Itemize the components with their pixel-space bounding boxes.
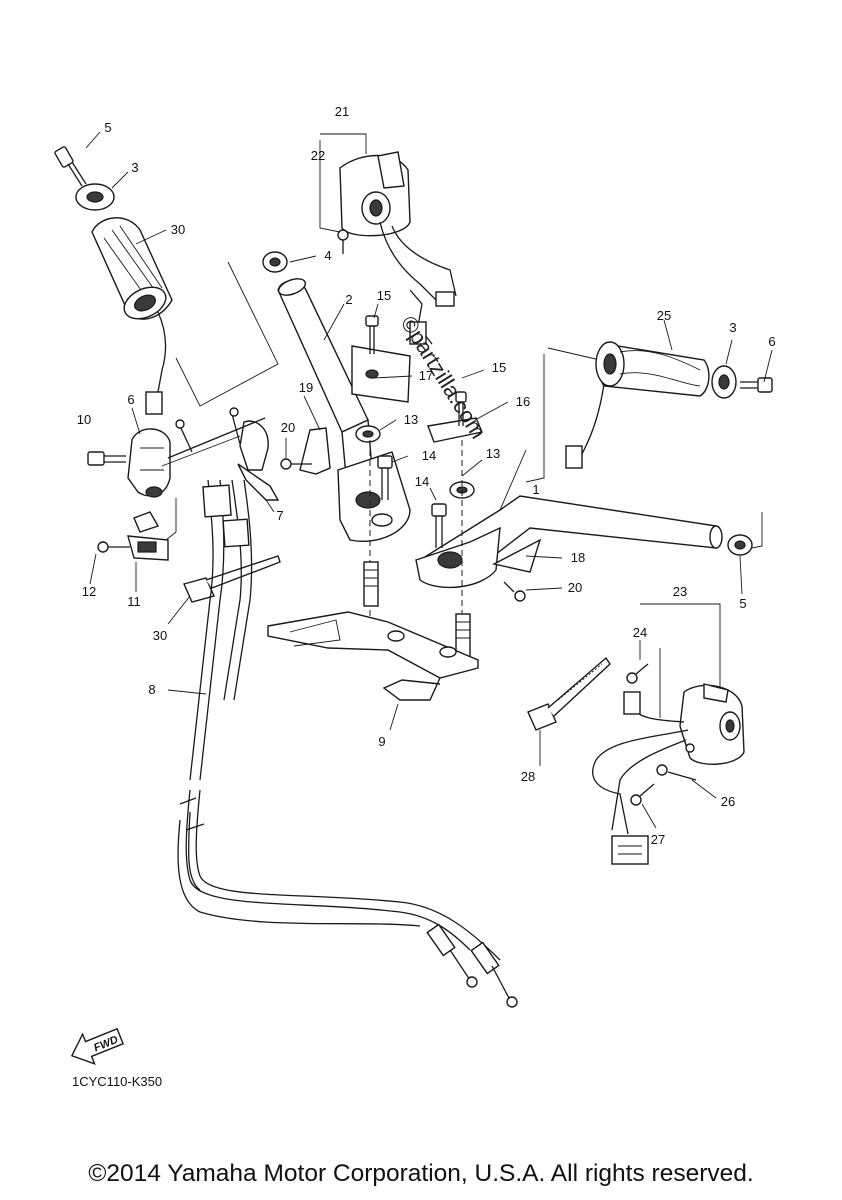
screw-24 — [626, 663, 649, 684]
exploded-view-svg: 5 3 30 4 2 21 22 15 17 19 20 13 14 10 6 … — [54, 104, 776, 1089]
bracket-18 — [491, 538, 542, 573]
callout-11: 8 — [148, 682, 155, 697]
callout-10: 12 — [82, 584, 96, 599]
guide-line-22 — [319, 140, 341, 233]
callout-6: 6 — [127, 392, 134, 407]
callout-13: 13 — [404, 412, 418, 427]
callout-20: 20 — [281, 420, 295, 435]
callout-17: 17 — [419, 368, 433, 383]
fwd-arrow: FWD — [70, 1027, 125, 1066]
copyright-notice: ©2014 Yamaha Motor Corporation, U.S.A. A… — [88, 1160, 754, 1187]
plate-17 — [351, 345, 411, 403]
right-handlebar-switch — [592, 683, 745, 865]
callout-3: 3 — [131, 160, 138, 175]
callout-25: 25 — [657, 308, 671, 323]
guide-line-left-grip — [175, 261, 279, 407]
throttle-cable-ends — [179, 413, 241, 453]
callout-14: 14 — [422, 448, 436, 463]
cable-guide — [237, 420, 280, 501]
bolt-20-left — [280, 458, 312, 470]
guide-line-9 — [165, 498, 177, 541]
brake-light-switch-9 — [127, 511, 169, 561]
screw-10 — [97, 541, 130, 553]
guide-line-right-grip-top — [547, 347, 601, 361]
callout-12: 9 — [378, 734, 385, 749]
callout-30: 30 — [153, 628, 167, 643]
main-connector — [611, 835, 649, 865]
switch-connector-right — [623, 691, 641, 715]
bolt-15-left — [365, 315, 379, 354]
callout-18: 18 — [571, 550, 585, 565]
leader-lines — [85, 131, 773, 829]
callout-24: 24 — [633, 625, 647, 640]
throttle-cables — [177, 479, 518, 1008]
left-handlebar-switch — [339, 151, 457, 345]
callout-20b: 20 — [568, 580, 582, 595]
grip-heater-connector-right — [565, 445, 583, 469]
callout-5b: 6 — [768, 334, 775, 349]
callout-5: 5 — [104, 120, 111, 135]
plate-16 — [427, 417, 483, 443]
callout-4b: 5 — [739, 596, 746, 611]
right-grip — [565, 341, 710, 469]
callout-26: 26 — [721, 794, 735, 809]
guide-line-right-grip — [525, 354, 545, 483]
callout-16: 16 — [516, 394, 530, 409]
screw-22 — [337, 229, 349, 254]
bolt-5-left — [54, 146, 87, 187]
callout-15: 15 — [377, 288, 391, 303]
screw-27 — [630, 783, 655, 806]
bracket-19 — [299, 427, 331, 475]
switch-connector-small — [435, 291, 455, 307]
callout-27: 27 — [651, 832, 665, 847]
bolt-15-right — [455, 391, 467, 426]
switch-connector — [409, 321, 427, 345]
left-bar-holder — [337, 451, 411, 542]
guide-line-23 — [640, 603, 721, 690]
callout-21: 21 — [335, 104, 349, 119]
base-plate — [267, 611, 479, 701]
bolt-14-right — [431, 503, 447, 548]
left-grip — [91, 217, 173, 415]
bolt-8 — [87, 451, 126, 466]
callout-3b: 3 — [729, 320, 736, 335]
bolt-5-right — [740, 377, 773, 393]
bolt-20-right — [503, 581, 526, 602]
nut-13-left — [355, 425, 381, 443]
cable-tie-28 — [527, 656, 611, 731]
drawing-code: 1CYC110-K350 — [72, 1074, 162, 1089]
callout-22: 22 — [311, 148, 325, 163]
callout-13b: 13 — [486, 446, 500, 461]
grip-heater-connector-left — [145, 391, 163, 415]
right-bar-holder — [415, 526, 501, 589]
callout-23: 23 — [673, 584, 687, 599]
callout-numbers: 5 3 30 4 2 21 22 15 17 19 20 13 14 10 6 … — [77, 104, 776, 847]
callout-7: 7 — [276, 508, 283, 523]
part-26 — [656, 764, 697, 781]
callout-15b: 15 — [492, 360, 506, 375]
bar-end-hole — [86, 191, 104, 203]
cable-clamp-30 — [183, 555, 281, 603]
callout-28: 28 — [521, 769, 535, 784]
throttle-housing — [127, 428, 171, 498]
callout-9: 11 — [127, 594, 141, 609]
callout-19: 19 — [299, 380, 313, 395]
callout-4: 4 — [324, 248, 331, 263]
callout-14b: 14 — [415, 474, 429, 489]
callout-1: 1 — [532, 482, 539, 497]
callout-2: 2 — [345, 292, 352, 307]
callout-29: 30 — [171, 222, 185, 237]
callout-8: 10 — [77, 412, 91, 427]
guide-line-right-weight — [751, 512, 763, 549]
guide-line-21 — [320, 133, 367, 154]
